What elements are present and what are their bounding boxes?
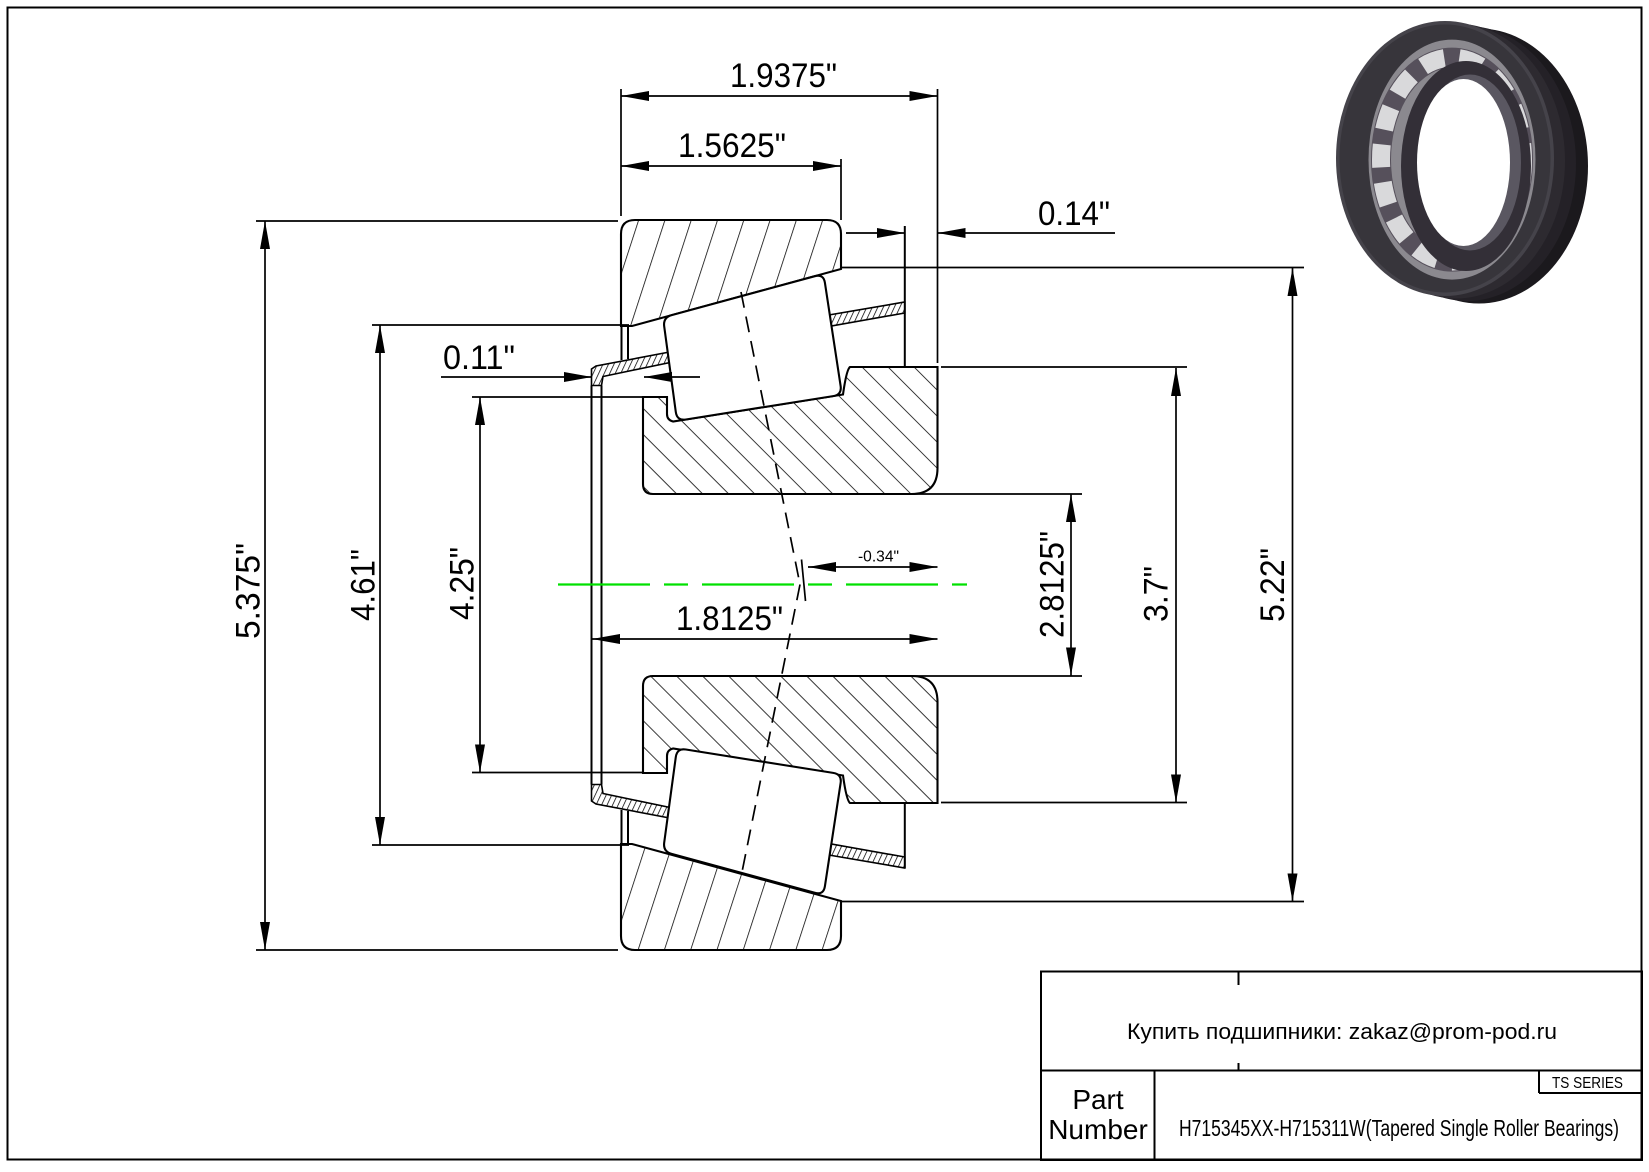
- svg-text:2.8125": 2.8125": [1034, 531, 1072, 638]
- svg-text:4.61": 4.61": [345, 549, 383, 621]
- svg-text:5.375": 5.375": [230, 543, 268, 639]
- svg-text:Number: Number: [1048, 1114, 1148, 1145]
- svg-text:TS SERIES: TS SERIES: [1552, 1075, 1623, 1092]
- svg-text:Купить подшипники: zakaz@prom-: Купить подшипники: zakaz@prom-pod.ru: [1127, 1019, 1557, 1044]
- svg-text:3.7": 3.7": [1138, 566, 1176, 622]
- svg-text:0.14": 0.14": [1038, 195, 1110, 233]
- svg-text:-0.34": -0.34": [858, 549, 899, 566]
- svg-text:5.22": 5.22": [1254, 548, 1292, 622]
- svg-text:0.11": 0.11": [443, 339, 515, 377]
- svg-text:H715345XX-H715311W(Tapered Sin: H715345XX-H715311W(Tapered Single Roller…: [1179, 1115, 1619, 1141]
- svg-text:1.8125": 1.8125": [676, 600, 783, 638]
- svg-text:Part: Part: [1072, 1084, 1124, 1115]
- svg-text:1.9375": 1.9375": [730, 57, 837, 95]
- svg-text:1.5625": 1.5625": [678, 127, 786, 165]
- svg-text:4.25": 4.25": [444, 547, 482, 620]
